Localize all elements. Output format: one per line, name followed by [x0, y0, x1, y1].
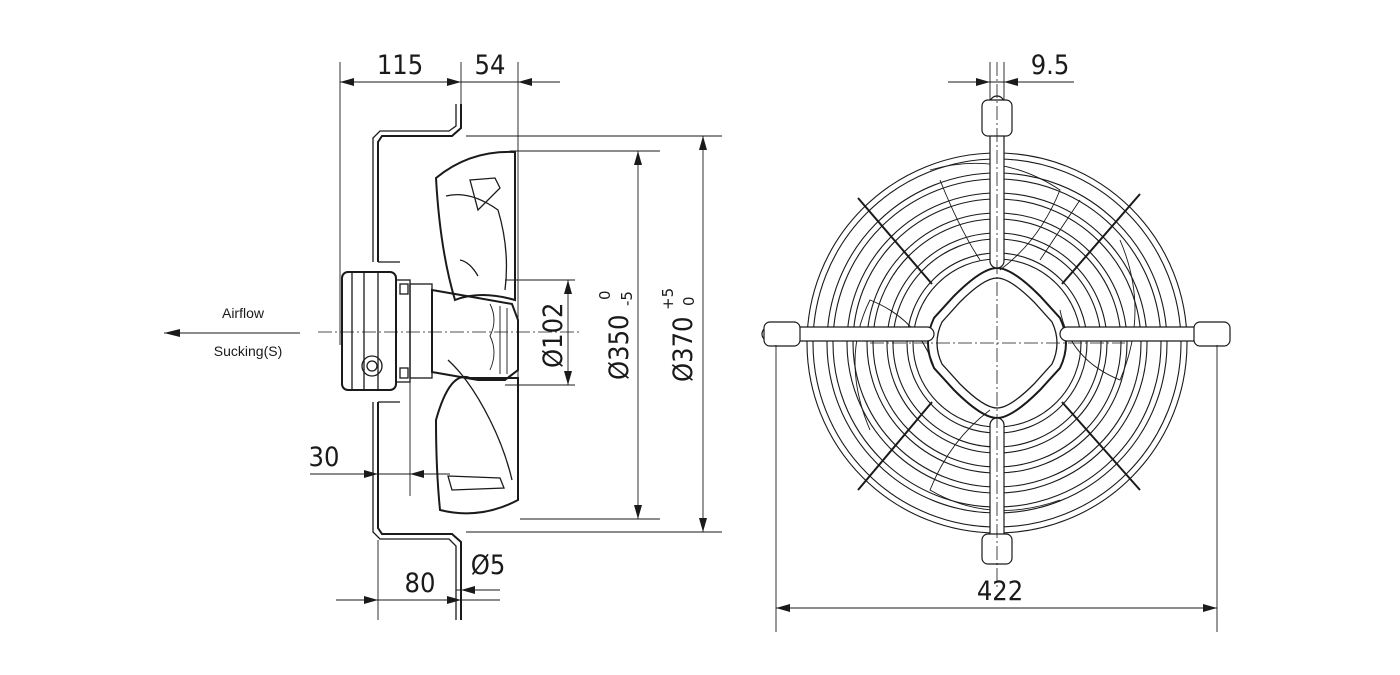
bolt — [399, 367, 409, 379]
blade-lower-curve — [447, 359, 513, 481]
dim-d102-label: Ø102 — [538, 303, 569, 368]
hub-diamond-inner — [936, 277, 1058, 409]
dim-9-5-label: 9.5 — [1031, 50, 1070, 81]
airflow-arrowhead — [164, 329, 180, 337]
mount-bracket-top — [377, 104, 462, 262]
fan-blade — [929, 162, 1061, 271]
front-view: 9.5 422 — [761, 50, 1231, 632]
fan-blade-upper — [434, 150, 516, 302]
grill-rod-diagonal — [857, 197, 933, 285]
dim-d370-upper-tol: +5 — [659, 288, 677, 310]
fan-hub — [431, 288, 519, 381]
bracket-to-motor — [378, 261, 400, 403]
dim-115-label: 115 — [377, 50, 423, 81]
arrowhead — [976, 78, 990, 86]
grill-rod-left — [761, 326, 935, 342]
arrowhead — [699, 518, 707, 532]
dim-80-label: 80 — [405, 568, 436, 599]
arrowhead — [364, 596, 378, 604]
arrowhead — [340, 78, 354, 86]
fan-blade — [929, 409, 1061, 511]
dim-d370-label: Ø370 — [668, 317, 699, 382]
arrowhead — [447, 596, 461, 604]
motor-housing — [341, 271, 397, 391]
dim-d350-lower-tol: -5 — [618, 291, 636, 306]
grill-rod-diagonal — [1061, 193, 1141, 285]
hub-rib — [489, 303, 495, 371]
dim-d5-label: Ø5 — [471, 550, 506, 581]
cable-gland-inner — [366, 360, 378, 372]
dim-d350-label: Ø350 — [604, 315, 635, 380]
blade-upper-curve — [445, 193, 508, 291]
mount-bracket-top-inner — [372, 104, 457, 262]
dim-d350-upper-tol: 0 — [596, 290, 614, 300]
arrowhead — [518, 78, 532, 86]
arrowhead — [776, 604, 790, 612]
motor-flange — [395, 279, 411, 383]
bolt — [399, 283, 409, 295]
cable-gland — [361, 355, 383, 377]
blade-upper-slot — [469, 177, 501, 212]
airflow-label: Airflow — [222, 305, 265, 321]
fan-blade-lower — [434, 375, 519, 515]
side-view: 115 54 — [164, 50, 722, 620]
arrowhead — [564, 280, 572, 294]
arrowhead — [461, 586, 475, 594]
mount-tab-left — [763, 321, 801, 347]
grill-rod-diagonal — [1061, 401, 1141, 491]
blade-edge — [939, 179, 1081, 261]
arrowhead — [410, 470, 424, 478]
arrowhead — [564, 371, 572, 385]
arrowhead — [634, 151, 642, 165]
dim-30-label: 30 — [309, 442, 340, 473]
arrowhead — [1004, 78, 1018, 86]
mount-bracket-bottom-inner — [372, 402, 457, 620]
arrowhead — [1203, 604, 1217, 612]
arrowhead — [447, 78, 461, 86]
arrowhead — [364, 470, 378, 478]
arrowhead — [699, 136, 707, 150]
sucking-label: Sucking(S) — [214, 343, 282, 359]
blade-lower-slot — [447, 475, 505, 491]
motor-rotor — [409, 283, 433, 379]
dim-d370-lower-tol: 0 — [680, 296, 698, 306]
grill-rod-diagonal — [857, 401, 933, 491]
mount-tab-right — [1193, 321, 1231, 347]
dim-422-label: 422 — [977, 576, 1023, 607]
dim-54-label: 54 — [475, 50, 506, 81]
hub-rib — [499, 306, 508, 374]
arrowhead — [634, 505, 642, 519]
blade-upper-edge — [459, 259, 479, 277]
